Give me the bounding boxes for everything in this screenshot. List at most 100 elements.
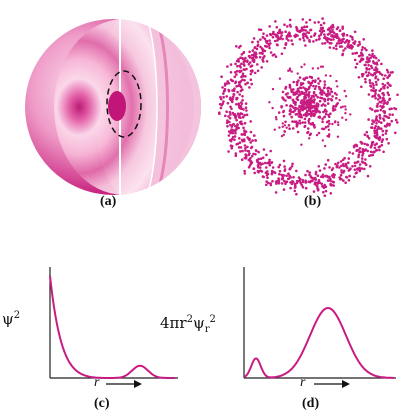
density-dot <box>255 149 258 153</box>
density-dot <box>299 107 303 111</box>
density-dot <box>396 121 399 124</box>
density-dot <box>273 53 276 56</box>
density-dot <box>363 47 367 50</box>
density-dot <box>276 31 280 35</box>
density-dot <box>320 182 323 186</box>
density-dot <box>353 30 357 34</box>
density-dot <box>361 148 365 151</box>
density-dot <box>339 160 343 163</box>
density-dot <box>317 180 320 183</box>
density-dot <box>378 89 381 92</box>
density-dot <box>331 28 334 32</box>
density-dot <box>243 172 247 175</box>
density-dot <box>374 143 377 147</box>
density-dot <box>261 35 265 39</box>
density-dot <box>320 31 323 34</box>
density-dot <box>368 154 371 158</box>
density-dot <box>253 71 257 75</box>
density-dot <box>259 28 263 32</box>
density-dot <box>256 63 259 66</box>
density-dot <box>321 65 324 68</box>
density-dot <box>370 153 373 157</box>
density-dot <box>342 171 345 174</box>
density-dot <box>293 109 296 112</box>
density-dot <box>347 42 350 46</box>
density-dot <box>377 59 380 62</box>
density-dot <box>222 92 225 95</box>
density-dot <box>374 68 378 72</box>
density-dot <box>365 130 369 134</box>
density-dot <box>372 86 375 90</box>
density-dot <box>296 107 300 110</box>
density-dot <box>309 110 313 114</box>
density-dot <box>226 101 230 105</box>
density-dot <box>362 38 365 41</box>
density-dot <box>245 113 249 117</box>
density-dot <box>265 60 269 63</box>
density-dot <box>286 25 289 28</box>
density-dot <box>288 96 291 99</box>
density-dot <box>372 120 376 124</box>
density-dot <box>384 132 388 135</box>
density-dot <box>360 167 364 170</box>
density-dot <box>394 131 397 135</box>
density-dot <box>251 56 255 60</box>
density-dot <box>316 105 320 108</box>
density-dot <box>233 87 236 90</box>
density-dot <box>355 62 359 66</box>
density-dot <box>323 194 327 197</box>
density-dot <box>240 88 244 92</box>
density-dot <box>230 99 234 102</box>
density-dot <box>375 119 379 122</box>
density-dot <box>363 142 366 146</box>
density-dot <box>324 112 328 116</box>
density-dot <box>387 93 390 97</box>
density-dot <box>295 124 299 127</box>
x-axis-label-c: r <box>94 375 100 390</box>
density-dot <box>304 34 308 38</box>
density-dot <box>273 33 277 36</box>
density-dot <box>369 107 372 110</box>
density-dot <box>347 157 351 160</box>
density-dot <box>219 97 223 101</box>
density-dot <box>298 119 301 123</box>
density-dot <box>246 145 249 149</box>
density-dot <box>363 161 367 165</box>
density-dot <box>321 117 324 121</box>
density-dot <box>329 98 333 101</box>
density-dot <box>326 87 329 90</box>
density-dot <box>259 45 262 49</box>
density-dot <box>334 44 338 48</box>
density-dot <box>344 108 347 111</box>
density-dot <box>236 123 239 127</box>
density-dot <box>328 133 331 136</box>
density-dot <box>313 21 317 24</box>
density-dot <box>319 23 323 27</box>
density-dot <box>288 18 292 22</box>
density-dot <box>314 170 318 174</box>
density-dot <box>315 133 319 137</box>
density-dot <box>386 81 390 85</box>
density-dot <box>298 180 302 183</box>
density-dot <box>374 125 377 128</box>
density-dot <box>387 142 390 145</box>
density-dot <box>313 181 317 184</box>
density-dot <box>317 34 321 38</box>
density-dot <box>235 127 239 130</box>
density-dot <box>344 95 348 98</box>
density-dot <box>332 35 336 38</box>
density-dot <box>376 70 379 74</box>
density-dot <box>308 18 312 22</box>
density-dot <box>250 64 254 67</box>
panel-label-b: (b) <box>304 194 322 209</box>
density-dot <box>259 38 262 41</box>
density-dot <box>312 114 316 117</box>
density-dot <box>326 125 330 128</box>
density-dot <box>309 81 313 85</box>
density-dot <box>338 176 341 179</box>
density-dot <box>339 41 343 45</box>
density-dot <box>361 74 364 78</box>
density-dot <box>297 79 300 82</box>
density-dot <box>299 113 303 117</box>
node-boundary-dashed <box>106 70 142 138</box>
